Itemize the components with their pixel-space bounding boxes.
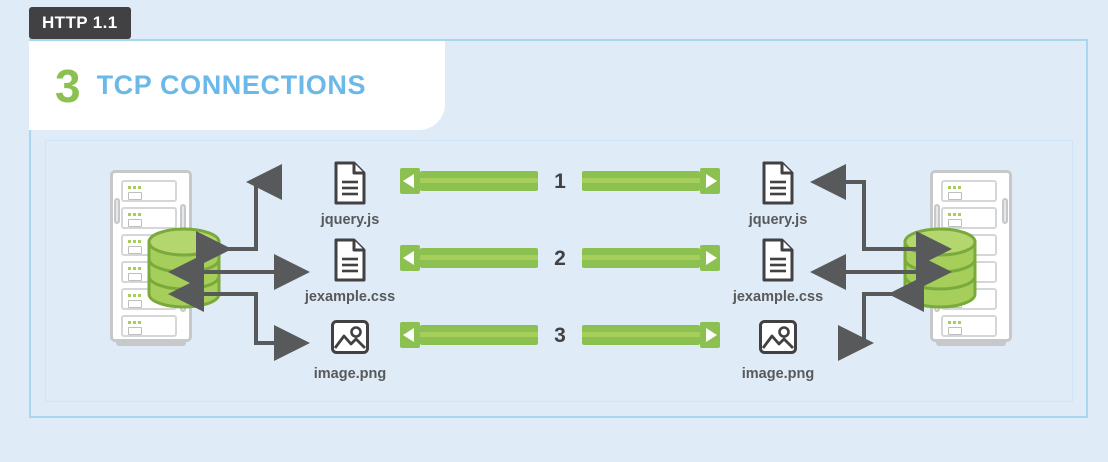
file-label: image.png bbox=[741, 366, 815, 382]
arrow-left-icon bbox=[400, 168, 420, 194]
rack-handle bbox=[1002, 198, 1008, 224]
image-file-icon bbox=[290, 314, 410, 360]
rack-unit bbox=[121, 207, 177, 229]
diagram-canvas bbox=[45, 140, 1073, 402]
image-file-icon bbox=[718, 314, 838, 360]
page-title: TCP CONNECTIONS bbox=[96, 70, 367, 100]
rack-unit bbox=[121, 315, 177, 337]
connection-number: 3 bbox=[554, 323, 566, 347]
file-label: jexample.css bbox=[304, 289, 396, 305]
tcp-connection-bar-3: 3 bbox=[400, 322, 720, 348]
file-right-2: jexample.css bbox=[718, 237, 838, 305]
file-label: jquery.js bbox=[320, 212, 380, 228]
rack-handle bbox=[934, 204, 940, 230]
arrow-left-icon bbox=[400, 322, 420, 348]
file-left-3: image.png bbox=[290, 314, 410, 382]
server-rack-left bbox=[110, 170, 221, 348]
file-left-1: jquery.js bbox=[290, 160, 410, 228]
connection-bar-segment bbox=[582, 171, 700, 191]
protocol-badge: HTTP 1.1 bbox=[29, 7, 131, 39]
tcp-connection-bar-2: 2 bbox=[400, 245, 720, 271]
connection-bar-segment bbox=[582, 325, 700, 345]
document-file-icon bbox=[290, 160, 410, 206]
rack-unit bbox=[941, 315, 997, 337]
connection-bar-segment bbox=[420, 325, 538, 345]
arrow-right-icon bbox=[700, 245, 720, 271]
file-label: jexample.css bbox=[732, 289, 824, 305]
arrow-right-icon bbox=[700, 322, 720, 348]
arrow-left-icon bbox=[400, 245, 420, 271]
tcp-connection-bar-1: 1 bbox=[400, 168, 720, 194]
connection-number: 1 bbox=[554, 169, 566, 193]
right-arrow-group bbox=[810, 164, 952, 361]
title-card: 3 TCP CONNECTIONS bbox=[29, 41, 445, 130]
title-number: 3 bbox=[55, 59, 81, 112]
rack-unit bbox=[121, 180, 177, 202]
connection-bar-segment bbox=[582, 248, 700, 268]
left-arrow-group bbox=[168, 164, 310, 361]
file-right-3: image.png bbox=[718, 314, 838, 382]
file-label: jquery.js bbox=[748, 212, 808, 228]
file-left-2: jexample.css bbox=[290, 237, 410, 305]
document-file-icon bbox=[718, 237, 838, 283]
connection-bar-segment bbox=[420, 171, 538, 191]
connection-number: 2 bbox=[554, 246, 566, 270]
document-file-icon bbox=[290, 237, 410, 283]
connection-bar-segment bbox=[420, 248, 538, 268]
file-label: image.png bbox=[313, 366, 387, 382]
rack-base bbox=[116, 341, 186, 346]
server-rack-right bbox=[903, 170, 1012, 348]
rack-base bbox=[936, 341, 1006, 346]
file-right-1: jquery.js bbox=[718, 160, 838, 228]
rack-unit bbox=[941, 180, 997, 202]
arrow-right-icon bbox=[700, 168, 720, 194]
rack-handle bbox=[114, 198, 120, 224]
rack-unit bbox=[941, 207, 997, 229]
document-file-icon bbox=[718, 160, 838, 206]
